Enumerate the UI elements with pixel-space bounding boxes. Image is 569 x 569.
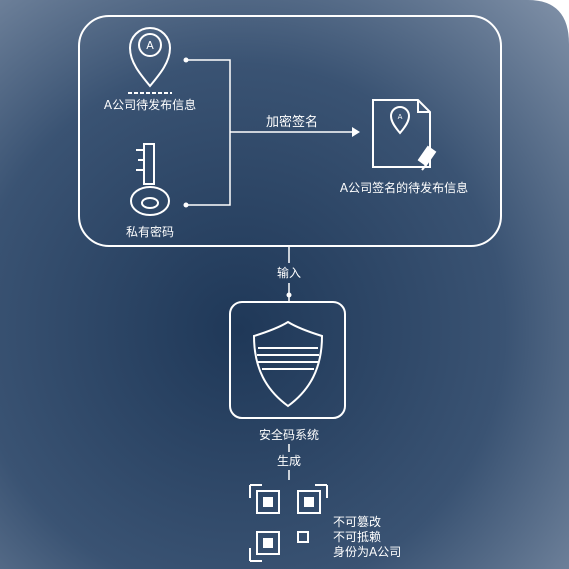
connector-dot-top (183, 57, 189, 63)
connector-dot-bottom (183, 202, 189, 208)
qr-property-non-repudiation: 不可抵赖 (333, 530, 382, 544)
qr-code-icon (249, 484, 328, 562)
sign-action-label: 加密签名 (266, 115, 319, 130)
qr-property-tamper-proof: 不可篡改 (333, 515, 382, 529)
doc-pin-letter: A (398, 113, 403, 121)
qr-property-identity: 身份为A公司 (333, 545, 402, 559)
signed-document-icon (372, 99, 437, 171)
connector-dot-input (286, 292, 292, 298)
key-icon (130, 143, 170, 216)
generate-label: 生成 (276, 454, 302, 468)
pin-letter: A (146, 39, 154, 52)
key-label: 私有密码 (125, 225, 175, 239)
location-pin-icon (128, 27, 172, 94)
top-container (78, 15, 502, 247)
input-label: 输入 (276, 266, 302, 280)
doc-label: A公司签名的待发布信息 (339, 181, 469, 195)
arrow-head-icon (352, 127, 360, 137)
connector-lines (186, 59, 352, 480)
shield-icon (229, 301, 346, 419)
pin-label: A公司待发布信息 (103, 98, 197, 112)
system-label: 安全码系统 (258, 428, 320, 442)
